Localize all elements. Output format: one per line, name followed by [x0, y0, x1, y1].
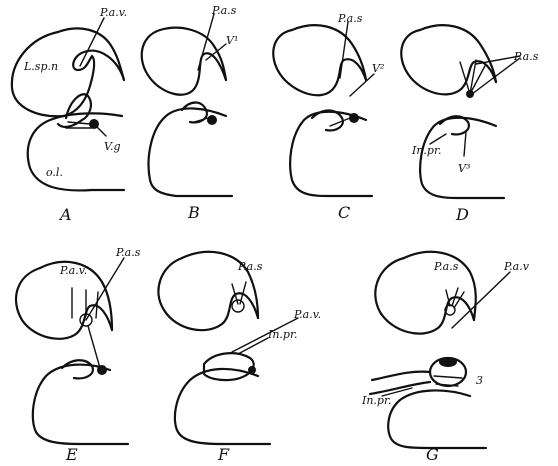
panel-g-label-pas: P.a.s [433, 260, 459, 273]
panel-b-letter: B [187, 203, 200, 222]
panel-a-label-vg: V.g [104, 140, 121, 153]
panel-d-label-v3: V³ [458, 162, 470, 175]
panel-e-label-pav: P.a.v. [59, 264, 87, 277]
panel-b-upper-outline [142, 30, 226, 95]
panel-f-label-pav: P.a.v. [293, 308, 321, 321]
panel-c-v2-leader [350, 74, 374, 96]
panel-a-upper-outline [12, 32, 124, 116]
panel-c-ganglion-dot [349, 113, 359, 123]
panel-c-pas-leader [340, 22, 348, 78]
panel-d-midbrain-outline [420, 25, 496, 82]
panel-a-vg-leader [96, 126, 106, 136]
panel-e-nerve [88, 326, 100, 368]
panel-c-lower-outline [290, 112, 372, 196]
panel-g-pav-leader [452, 272, 510, 328]
panel-f-ganglion-dot [248, 366, 256, 374]
panel-f: P.a.s P.a.v. In.pr. F [158, 252, 321, 464]
panel-g-ganglion-core [439, 357, 457, 367]
panel-g-upper-outline [375, 258, 474, 334]
panel-g-lower-outline [388, 390, 486, 448]
panel-e: P.a.v. P.a.s E [16, 246, 141, 464]
panel-b-label-pas: P.a.s [211, 4, 237, 17]
panel-f-label-pas: P.a.s [237, 260, 263, 273]
panel-c-midbrain-outline [292, 25, 366, 80]
panel-c-label-pas: P.a.s [337, 12, 363, 25]
panel-a-pav-leader [80, 18, 104, 66]
panel-g-label-inpr: In.pr. [361, 394, 392, 407]
panel-b: P.a.s V¹ B [142, 4, 239, 222]
panel-d-upper-outline [401, 30, 496, 94]
panel-d-label-pas: P.a.s [513, 50, 539, 63]
panel-b-ganglion-dot [207, 115, 217, 125]
panel-g: P.a.s P.a.v In.pr. 3 G [361, 252, 530, 464]
panel-a-midbrain-outline [58, 28, 124, 80]
panel-a-label-lspn: L.sp.n [23, 60, 58, 73]
panel-c: P.a.s V² C [273, 12, 384, 222]
panel-c-label-v2: V² [372, 62, 384, 75]
panel-c-letter: C [338, 203, 350, 222]
panel-c-nerve [330, 118, 350, 126]
panel-a-label-pav: P.a.v. [99, 6, 127, 19]
panel-g-letter: G [426, 445, 439, 464]
panel-e-letter: E [65, 445, 78, 464]
panel-c-ganglion [312, 111, 343, 131]
panel-a-letter: A [58, 205, 72, 224]
panel-e-pas-leader [86, 258, 124, 320]
panel-g-label-3: 3 [476, 374, 483, 387]
panel-a-label-ol: o.l. [46, 166, 63, 179]
panel-a: P.a.v. L.sp.n V.g o.l. A [12, 6, 127, 224]
panel-e-label-pas: P.a.s [115, 246, 141, 259]
panel-f-ganglion [204, 353, 254, 380]
panel-e-ganglion [62, 360, 93, 378]
panel-g-label-pav: P.a.v [503, 260, 530, 273]
panel-e-lower-outline [33, 365, 128, 444]
panel-d: P.a.s In.pr. V³ D [401, 25, 538, 224]
panel-d-letter: D [455, 205, 469, 224]
panel-b-midbrain-outline [160, 28, 226, 80]
panel-d-inpr-leader [430, 134, 446, 144]
panel-d-lower-outline [420, 118, 504, 198]
panel-f-letter: F [217, 445, 230, 464]
panel-d-v3-leader [464, 132, 466, 156]
panel-e-ganglion-dot [97, 365, 107, 375]
panel-d-label-inpr: In.pr. [411, 144, 442, 157]
panel-f-label-inpr: In.pr. [267, 328, 298, 341]
panel-c-upper-outline [273, 30, 366, 95]
panel-b-label-v1: V¹ [226, 34, 238, 47]
panel-d-fork [460, 60, 486, 94]
